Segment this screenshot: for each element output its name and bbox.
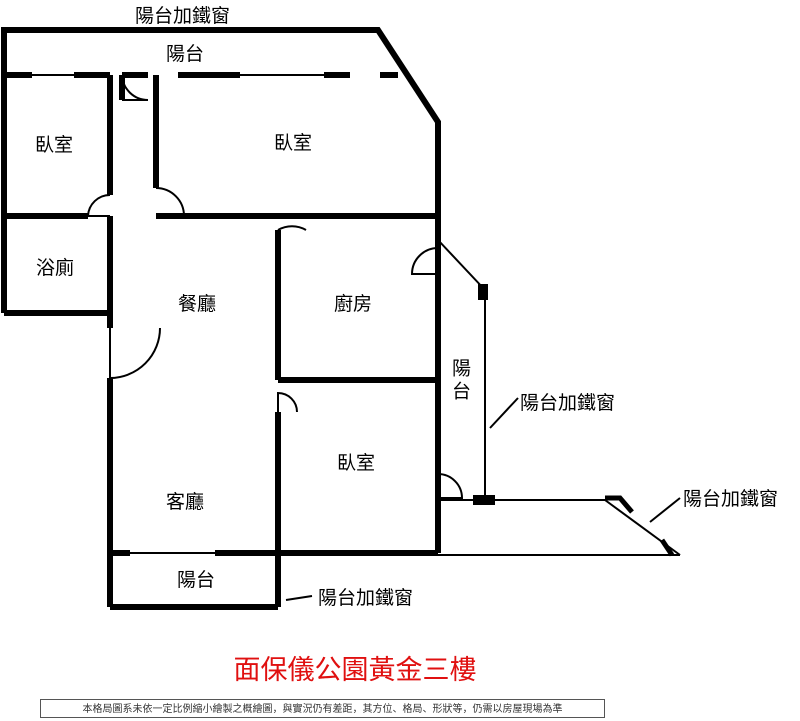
annotation-top: 陽台加鐵窗	[135, 5, 231, 27]
room-bathroom: 浴廁	[36, 257, 75, 279]
walls	[1, 27, 441, 610]
disclaimer-note: 本格局圖系未依一定比例縮小繪製之概繪圖，與實況仍有差距，其方位、格局、形狀等，仍…	[40, 699, 605, 718]
room-bedroom-small: 臥室	[337, 452, 376, 474]
door-swings	[86, 74, 464, 499]
room-bedroom-main: 臥室	[274, 132, 313, 154]
room-dining: 餐廳	[178, 293, 217, 315]
floor-plan	[1, 27, 681, 610]
room-balcony-right: 陽台	[449, 358, 471, 404]
room-balcony-bottom: 陽台	[177, 569, 216, 591]
room-living: 客廳	[166, 491, 205, 513]
room-balcony-top: 陽台	[166, 43, 205, 65]
room-bedroom-left: 臥室	[35, 134, 74, 156]
annotation-bottom: 陽台加鐵窗	[318, 587, 414, 609]
annotation-right-upper: 陽台加鐵窗	[520, 392, 616, 414]
outer-wall	[1, 27, 441, 553]
room-kitchen: 廚房	[334, 293, 373, 315]
pointer-lines	[285, 397, 681, 601]
page-title: 面保儀公園黃金三樓	[233, 655, 477, 686]
annotation-right-lower: 陽台加鐵窗	[683, 488, 779, 510]
balcony-outline	[437, 239, 681, 557]
